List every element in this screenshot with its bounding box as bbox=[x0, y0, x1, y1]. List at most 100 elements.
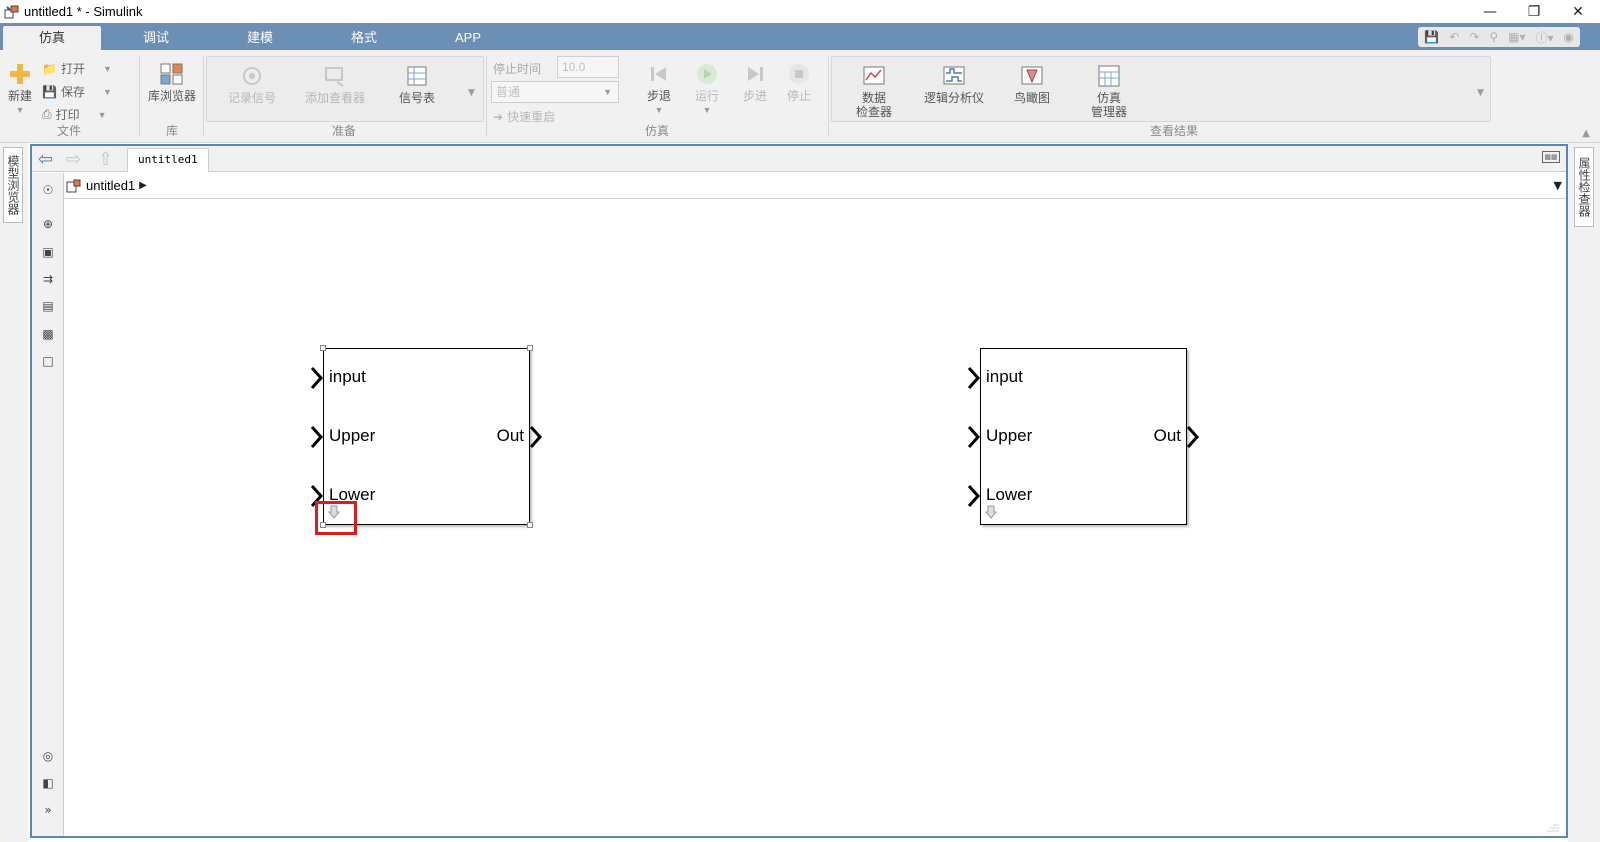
restore-icon[interactable]: ❐ bbox=[1527, 3, 1541, 20]
area-icon[interactable]: □ bbox=[42, 354, 54, 368]
gallery-expand-icon[interactable]: ▼ bbox=[1477, 88, 1484, 98]
left-side-strip: 模型浏览器 bbox=[0, 143, 28, 842]
help-icon[interactable]: ⓘ▾ bbox=[1535, 30, 1554, 45]
group-label-library: 库 bbox=[165, 124, 178, 138]
logic-analyzer-icon bbox=[943, 66, 965, 85]
port-label-out: Out bbox=[1153, 426, 1181, 445]
editor-tab-bar: ⇦ ⇨ ⇧ untitled1 ▦▦ bbox=[32, 146, 1566, 172]
prepare-gallery bbox=[206, 56, 484, 122]
annotation-icon[interactable]: ▤ bbox=[42, 299, 54, 313]
signal-lines-icon[interactable]: ⇉ bbox=[42, 272, 54, 286]
fit-to-view-icon[interactable]: ▣ bbox=[42, 245, 54, 259]
birds-eye-button[interactable]: 鸟瞰图 bbox=[1005, 64, 1059, 105]
signal-table-button[interactable]: 信号表 bbox=[390, 64, 444, 105]
stop-time-input[interactable]: 10.0 bbox=[557, 56, 619, 78]
chevron-down-icon: ▼ bbox=[603, 87, 612, 97]
undo-icon[interactable]: ↶ bbox=[1449, 30, 1460, 44]
collapse-ribbon-icon[interactable]: ▲ bbox=[1582, 128, 1590, 139]
expand-toolbar-icon[interactable]: » bbox=[44, 803, 52, 817]
selection-handle[interactable] bbox=[527, 522, 533, 528]
gallery-expand-icon[interactable]: ▼ bbox=[468, 88, 475, 98]
up-arrow-icon[interactable]: ⇧ bbox=[98, 149, 114, 170]
library-browser-button[interactable]: 库浏览器 bbox=[146, 62, 198, 103]
run-button[interactable]: 运行 ▼ bbox=[689, 62, 725, 117]
table-icon bbox=[407, 66, 427, 86]
breadcrumb-chevron-icon[interactable]: ▶ bbox=[139, 180, 147, 191]
tab-simulation[interactable]: 仿真 bbox=[3, 26, 101, 50]
port-label-lower: Lower bbox=[329, 485, 376, 504]
settings-icon[interactable]: ◉ bbox=[1563, 30, 1574, 44]
down-arrow-icon[interactable] bbox=[328, 505, 340, 519]
subsystem-block[interactable]: input Upper Lower Out bbox=[967, 348, 1200, 525]
back-arrow-icon[interactable]: ⇦ bbox=[38, 149, 54, 170]
save-icon[interactable]: 💾 bbox=[1424, 30, 1440, 44]
save-button[interactable]: 💾 保存 ▼ bbox=[42, 84, 112, 100]
step-forward-icon bbox=[748, 67, 763, 81]
tab-modeling[interactable]: 建模 bbox=[246, 30, 273, 45]
tab-debug[interactable]: 调试 bbox=[142, 30, 169, 45]
ribbon-separator bbox=[828, 56, 829, 136]
input-port-marker[interactable] bbox=[967, 425, 981, 449]
add-viewer-icon bbox=[325, 67, 344, 87]
redo-icon[interactable]: ↷ bbox=[1469, 30, 1480, 44]
stop-time-label: 停止时间 bbox=[493, 62, 542, 76]
keyboard-shortcuts-icon[interactable]: ▦▾ bbox=[1508, 30, 1526, 44]
input-port-marker[interactable] bbox=[310, 366, 324, 390]
ribbon-separator bbox=[203, 56, 204, 136]
selection-handle[interactable] bbox=[527, 345, 533, 351]
tab-format[interactable]: 格式 bbox=[350, 30, 377, 45]
stop-button[interactable]: 停止 bbox=[781, 62, 817, 103]
simulation-manager-icon bbox=[1098, 65, 1120, 87]
simulation-mode-select[interactable]: 普通 ▼ bbox=[491, 81, 619, 103]
hide-show-browser-icon[interactable]: ☉ bbox=[42, 183, 54, 197]
port-label-upper: Upper bbox=[986, 426, 1033, 445]
canvas-toolbar: ☉ ⊕ ▣ ⇉ ▤ ▩ □ ◎ ◧ » bbox=[32, 173, 64, 836]
fast-restart-toggle[interactable]: ➜ 快速重启 bbox=[493, 109, 556, 125]
screenshot-icon[interactable]: ◎ bbox=[42, 749, 54, 763]
play-icon bbox=[697, 64, 717, 84]
selection-handle[interactable] bbox=[320, 522, 326, 528]
model-editor: ⇦ ⇨ ⇧ untitled1 ▦▦ ☉ ⊕ ▣ ⇉ ▤ ▩ □ ◎ ◧ » u… bbox=[30, 144, 1568, 838]
image-icon[interactable]: ▩ bbox=[42, 327, 54, 341]
open-button[interactable]: 📁 打开 ▼ bbox=[42, 61, 112, 77]
model-canvas[interactable]: input Upper Lower Out input Upper Lower … bbox=[64, 200, 1566, 836]
simulation-manager-button[interactable]: 仿真 管理器 bbox=[1081, 64, 1137, 119]
selection-handle[interactable] bbox=[320, 345, 326, 351]
step-back-button[interactable]: 步退 ▼ bbox=[641, 62, 677, 117]
forward-arrow-icon[interactable]: ⇨ bbox=[66, 149, 82, 170]
keyboard-icon[interactable]: ▦▦ bbox=[1542, 151, 1560, 163]
output-port-marker[interactable] bbox=[1186, 425, 1200, 449]
input-port-marker[interactable] bbox=[967, 366, 981, 390]
input-port-marker[interactable] bbox=[310, 425, 324, 449]
document-tab[interactable]: untitled1 bbox=[127, 148, 209, 172]
quick-access-toolbar: 💾 ↶ ↷ ⚲ ▦▾ ⓘ▾ ◉ bbox=[1418, 27, 1580, 47]
group-label-prepare: 准备 bbox=[331, 124, 356, 138]
folder-icon: 📁 bbox=[42, 61, 57, 76]
output-port-marker[interactable] bbox=[529, 425, 543, 449]
tab-apps[interactable]: APP bbox=[454, 30, 481, 45]
chevron-down-icon: ▼ bbox=[102, 63, 112, 74]
breadcrumb-dropdown-icon[interactable]: ▼ bbox=[1553, 179, 1562, 192]
add-viewer-button[interactable]: 添加查看器 bbox=[300, 64, 370, 105]
search-icon[interactable]: ⚲ bbox=[1489, 30, 1499, 44]
input-port-marker[interactable] bbox=[967, 484, 981, 508]
port-label-lower: Lower bbox=[986, 485, 1033, 504]
property-inspector-tab[interactable]: 属性检查器 bbox=[1574, 147, 1594, 227]
logic-analyzer-button[interactable]: 逻辑分析仪 bbox=[919, 64, 989, 105]
resize-grip-icon[interactable] bbox=[1546, 822, 1560, 832]
step-forward-button[interactable]: 步进 bbox=[737, 62, 773, 103]
printer-icon: ⎙ bbox=[42, 107, 52, 121]
model-browser-tab[interactable]: 模型浏览器 bbox=[3, 147, 23, 223]
close-icon[interactable]: ✕ bbox=[1572, 3, 1584, 20]
zoom-icon[interactable]: ⊕ bbox=[42, 217, 54, 231]
minimize-icon[interactable]: — bbox=[1483, 3, 1497, 20]
ribbon-separator bbox=[486, 56, 487, 136]
model-explorer-icon[interactable]: ◧ bbox=[42, 776, 54, 790]
print-button[interactable]: ⎙ 打印 ▼ bbox=[42, 107, 107, 122]
subsystem-block[interactable]: input Upper Lower Out bbox=[310, 345, 543, 528]
log-signals-button[interactable]: 记录信号 bbox=[220, 64, 284, 105]
breadcrumb[interactable]: untitled1 bbox=[86, 178, 136, 193]
new-button[interactable]: 新建 ▼ bbox=[6, 62, 34, 117]
down-arrow-icon[interactable] bbox=[985, 505, 997, 519]
data-inspector-button[interactable]: 数据 检查器 bbox=[849, 64, 899, 119]
